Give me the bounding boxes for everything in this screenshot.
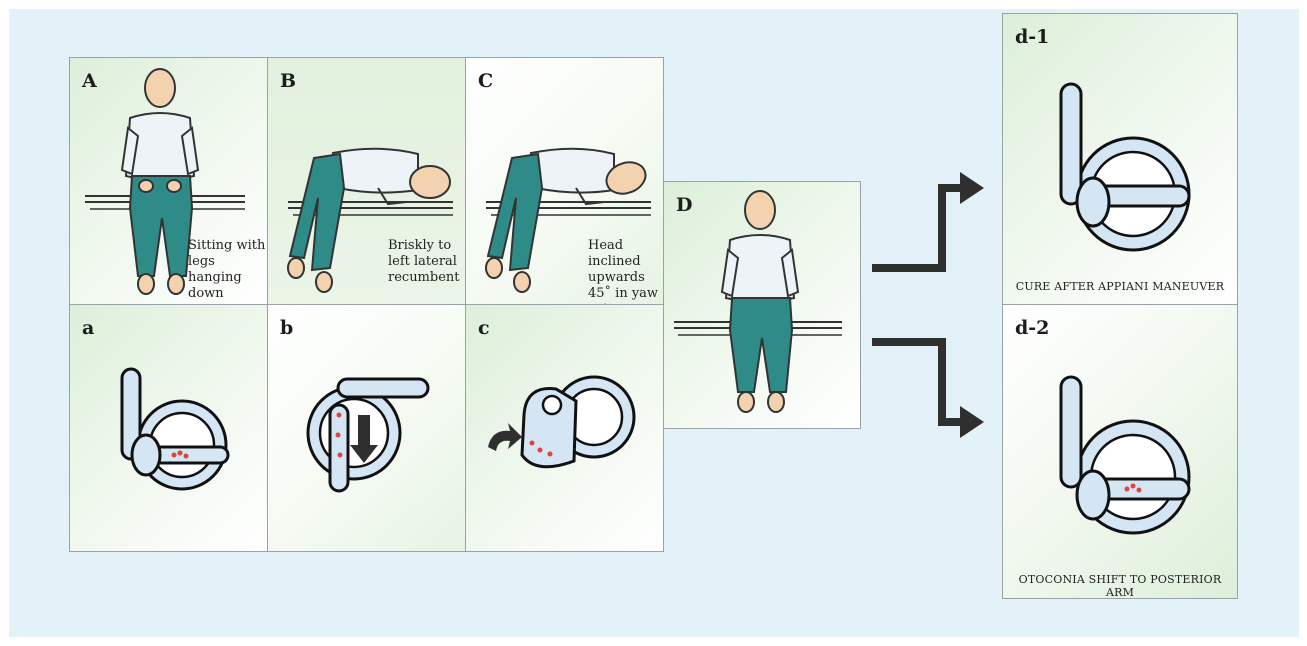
arrowhead-d1-icon xyxy=(960,172,984,204)
arrow-to-d2-icon xyxy=(872,342,964,422)
arrowhead-d2-icon xyxy=(960,406,984,438)
arrow-to-d1-icon xyxy=(872,188,964,268)
